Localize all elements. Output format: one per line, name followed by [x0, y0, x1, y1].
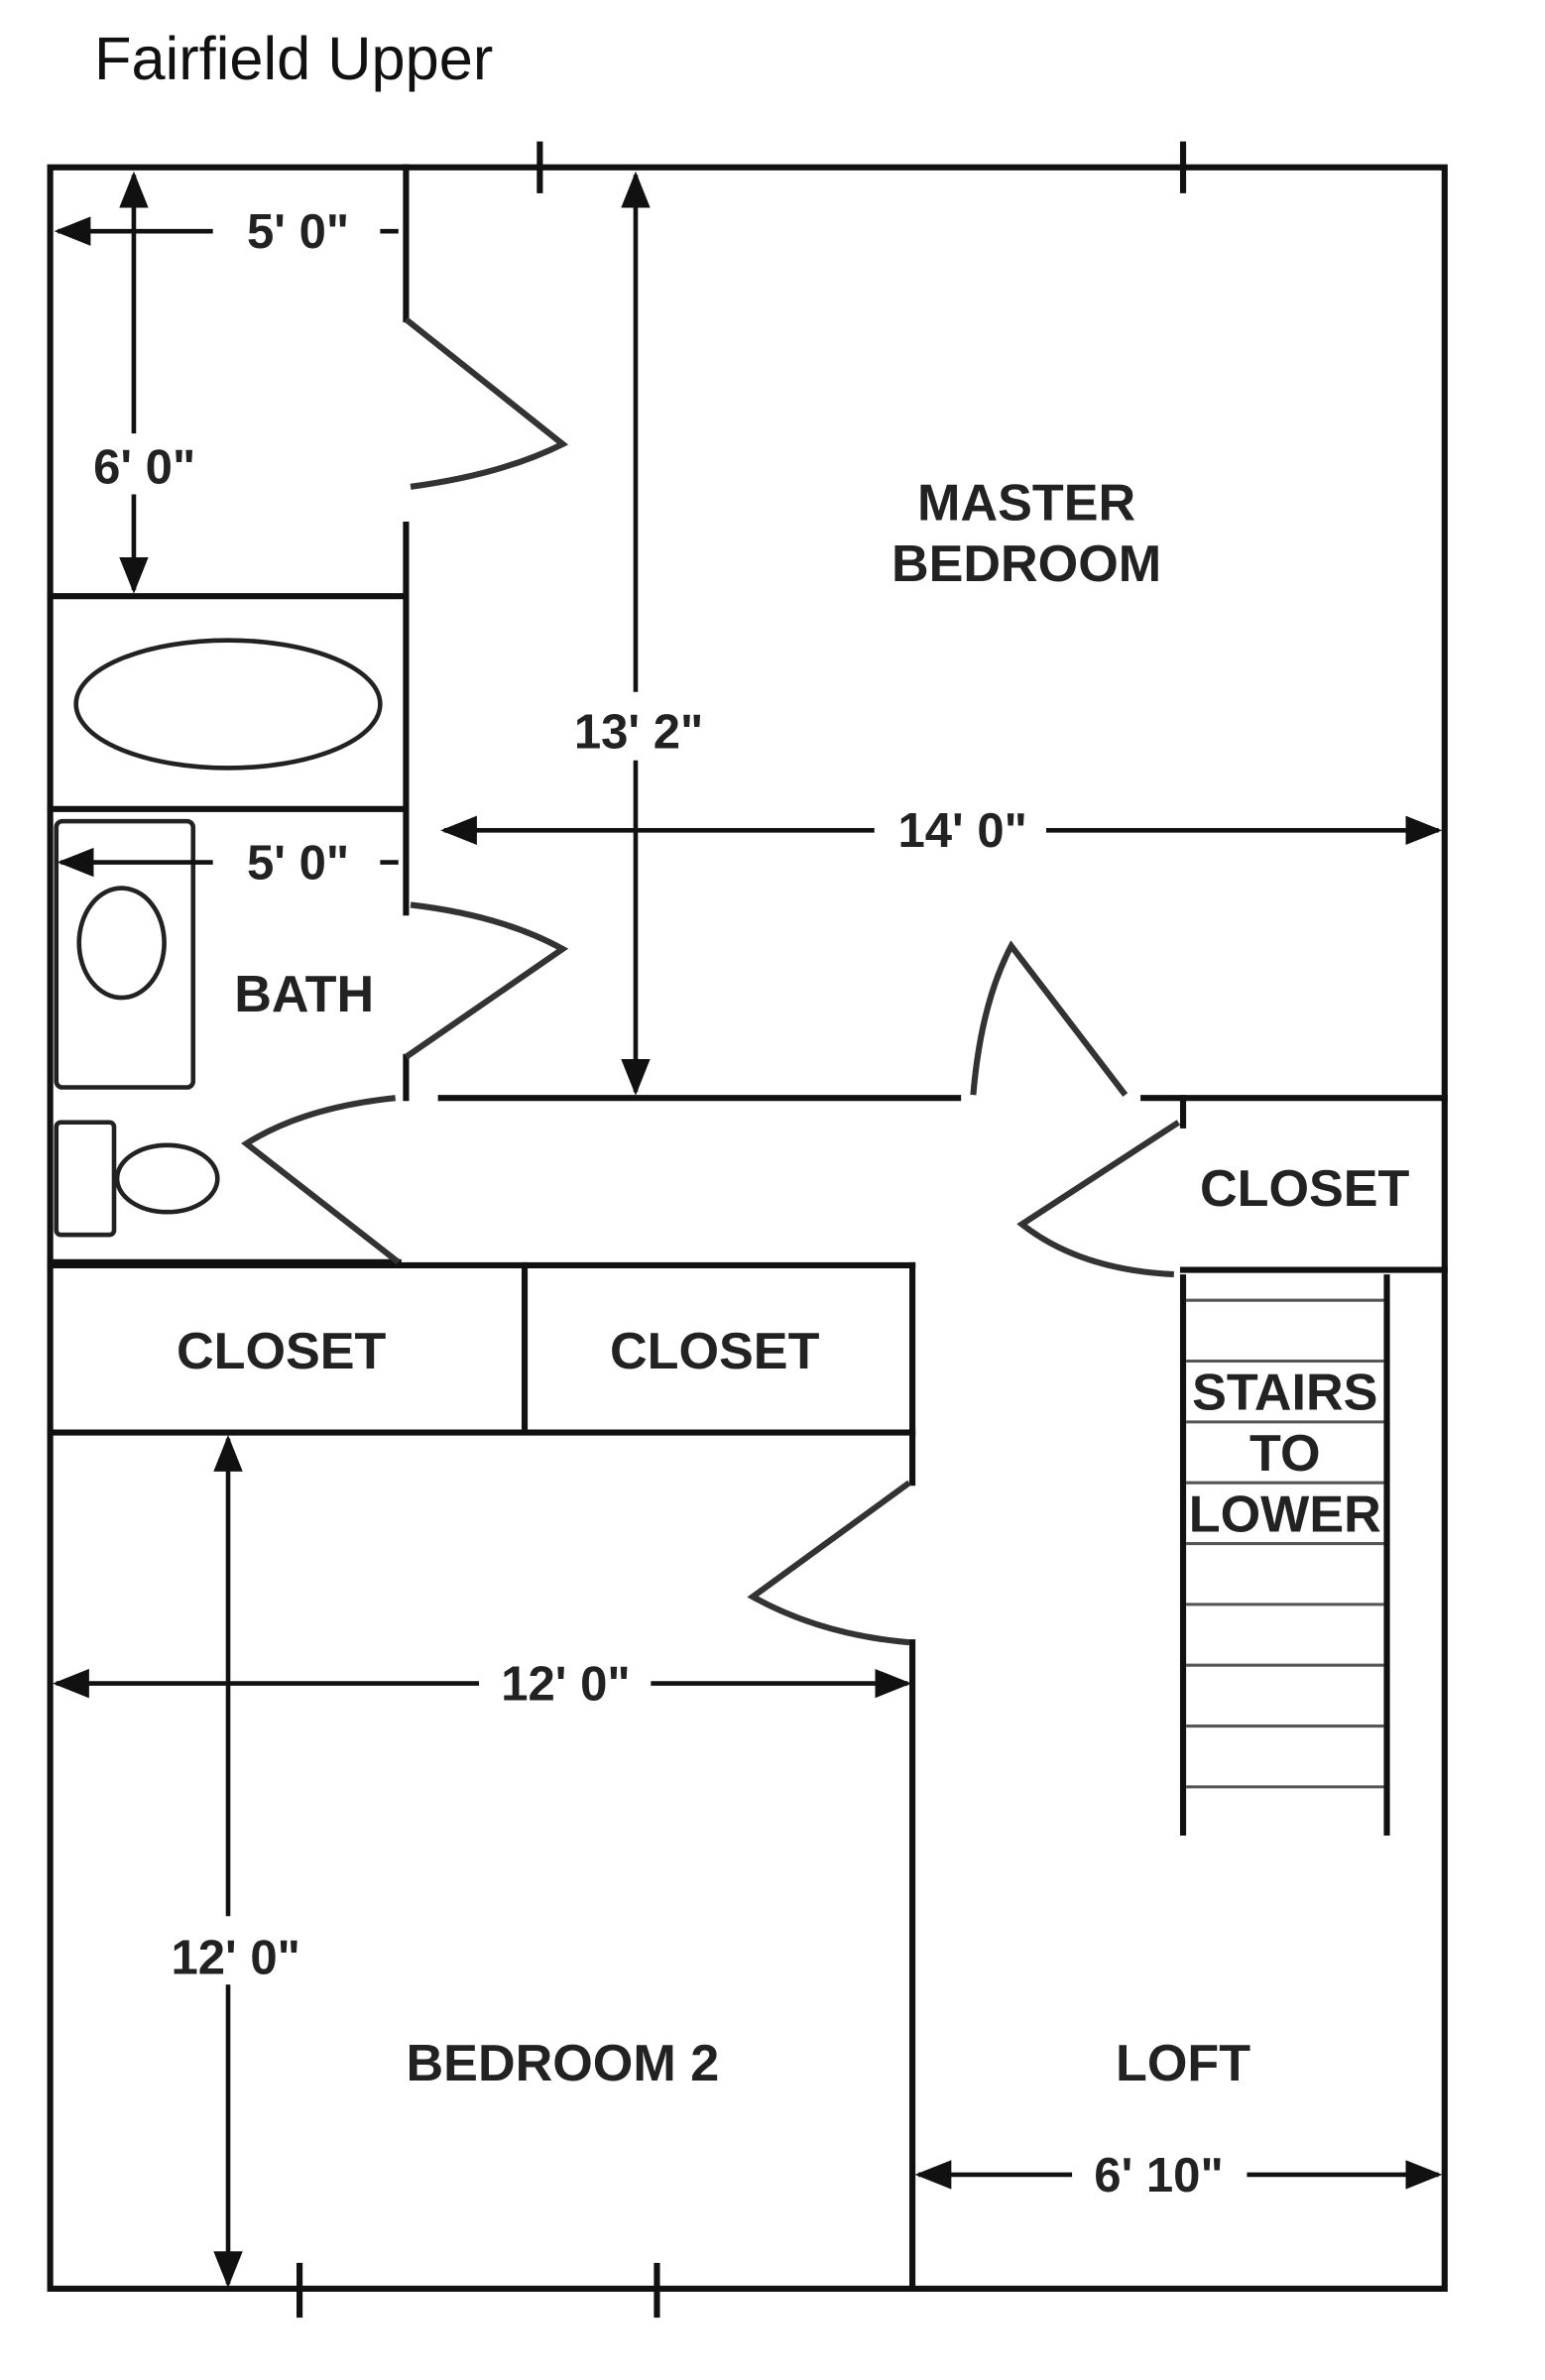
label-bedroom2: BEDROOM 2	[407, 2035, 720, 2092]
toilet-bowl-icon	[114, 1142, 220, 1215]
dimension-lines	[53, 171, 1443, 2289]
dim-master-depth: 13' 2"	[574, 706, 703, 760]
fixtures	[54, 638, 383, 1238]
label-master-1: MASTER	[917, 475, 1135, 533]
door-swing-icon	[404, 316, 569, 490]
dim-closet-width: 5' 0"	[247, 205, 349, 259]
dim-loft-width: 6' 10"	[1094, 2149, 1223, 2202]
dim-master-width: 14' 0"	[897, 804, 1026, 858]
label-master-2: BEDROOM	[891, 536, 1161, 593]
dim-bath-width: 5' 0"	[247, 836, 349, 890]
bathtub-icon	[73, 638, 383, 771]
door-swing-icon	[970, 940, 1129, 1098]
stairs	[1179, 1274, 1390, 1836]
label-closet-middle: CLOSET	[610, 1323, 820, 1380]
dim-bedroom2-width: 12' 0"	[501, 1657, 630, 1711]
label-closet-right: CLOSET	[1200, 1160, 1410, 1218]
label-closet-left: CLOSET	[177, 1323, 387, 1380]
door-swing-icon	[747, 1480, 911, 1646]
dimension-labels: 5' 0" 6' 0" 13' 2" 14' 0" 5' 0" 12' 0" 1…	[93, 205, 1224, 2202]
label-bath: BATH	[234, 966, 374, 1023]
door-swing-icon	[241, 1095, 401, 1265]
label-stairs-3: LOWER	[1189, 1486, 1381, 1543]
label-loft: LOFT	[1116, 2035, 1250, 2092]
sink-icon	[76, 886, 167, 1001]
dim-bedroom2-depth: 12' 0"	[171, 1932, 299, 1985]
dim-closet-depth: 6' 0"	[93, 441, 195, 495]
door-swing-icon	[1016, 1120, 1181, 1278]
walls	[47, 141, 1448, 2319]
toilet-tank-icon	[54, 1120, 117, 1238]
vanity-icon	[54, 818, 196, 1090]
plan-title: Fairfield Upper	[94, 24, 493, 92]
label-stairs-2: TO	[1249, 1425, 1320, 1483]
label-stairs-1: STAIRS	[1192, 1365, 1377, 1422]
doors	[241, 316, 1181, 1646]
door-swing-icon	[404, 901, 569, 1060]
room-labels: MASTER BEDROOM BATH CLOSET CLOSET CLOSET…	[177, 475, 1410, 2092]
